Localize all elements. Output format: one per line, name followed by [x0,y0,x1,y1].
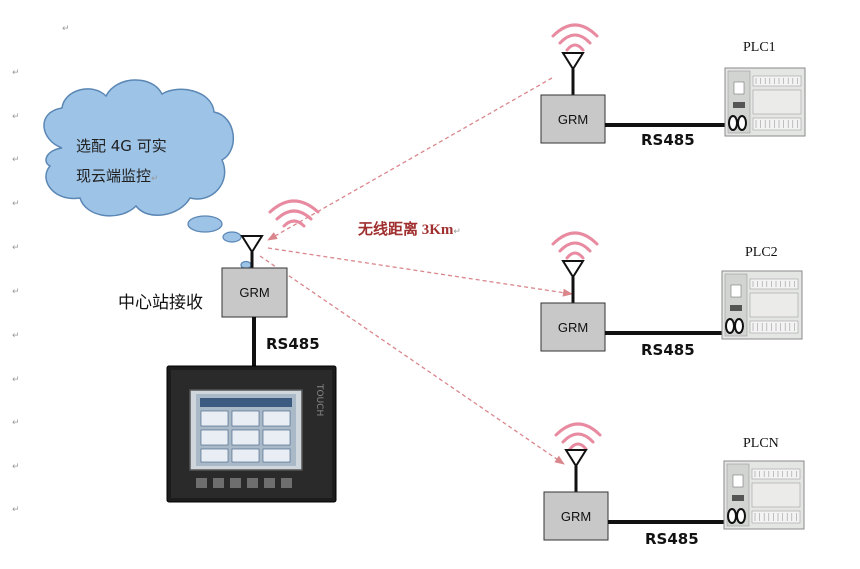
central-station: GRM [166,199,337,503]
port-connector-icon [734,318,744,334]
paragraph-mark: ↵ [12,155,20,165]
antenna-icon [561,52,585,95]
signal-waves-icon [268,199,320,228]
thought-bubble-small [240,260,252,270]
central-station-label: 中心站接收 [118,293,203,313]
wireless-links [259,77,573,465]
antenna-icon [564,449,588,492]
plc2-label: PLC2 [745,245,778,260]
plc1-plc-device [724,67,806,137]
plcn-rs485-label: RS485 [645,530,699,548]
hmi-brand-label: TOUCH [314,383,324,416]
port-connector-icon [725,318,735,334]
central-rs485-label: RS485 [266,335,320,353]
signal-waves-icon [551,23,599,52]
paragraph-mark: ↵ [12,199,20,209]
signal-waves-icon [554,422,602,451]
plcn-grm-label: GRM [561,509,591,524]
paragraph-mark: ↵ [12,462,20,472]
paragraph-mark: ↵ [12,287,20,297]
paragraph-mark: ↵ [12,68,20,78]
paragraph-mark: ↵ [12,505,20,515]
remote-nodes: GRM GRM GRM [540,23,806,541]
plc1-label: PLC1 [743,40,776,55]
plcn-plc-device [723,460,805,530]
thought-bubble-medium [222,231,242,243]
plc2-rs485-label: RS485 [641,341,695,359]
plc1-grm-label: GRM [558,112,588,127]
port-connector-icon [736,508,746,524]
antenna-icon [561,260,585,303]
hmi-function-keys [196,478,292,488]
cloud-text-line2: 现云端监控↵ [76,167,159,185]
wireless-link-plc1 [267,77,553,241]
signal-waves-icon [551,231,599,260]
plc1-rs485-label: RS485 [641,131,695,149]
remote-node-plc1: GRM [540,23,806,144]
wireless-link-plcn [259,255,565,465]
plc2-grm-label: GRM [558,320,588,335]
plcn-label: PLCN [743,436,779,451]
thought-cloud [43,79,252,270]
port-connector-icon [728,115,738,131]
plcn-grm-box [543,491,609,541]
paragraph-mark: ↵ [12,112,20,122]
central-grm-label: GRM [239,285,269,300]
remote-node-plcn: GRM [543,422,805,541]
plc1-grm-box [540,94,606,144]
paragraph-mark: ↵ [12,331,20,341]
plc2-grm-box [540,302,606,352]
paragraph-mark: ↵ [12,418,20,428]
port-connector-icon [727,508,737,524]
wireless-distance-label: 无线距离 3Km↵ [358,222,461,238]
port-connector-icon [737,115,747,131]
remote-node-plc2: GRM [540,231,803,352]
paragraph-mark: ↵ [12,243,20,253]
plc2-plc-device [721,270,803,340]
antenna-icon [240,235,264,268]
paragraph-mark: ↵ [12,375,20,385]
thought-bubble-large [187,215,223,233]
touch-panel-hmi: TOUCH [166,365,337,503]
wireless-link-plc2 [267,247,573,297]
cloud-text-line1: 选配 4G 可实 [76,137,167,155]
paragraph-mark: ↵ [62,24,70,34]
